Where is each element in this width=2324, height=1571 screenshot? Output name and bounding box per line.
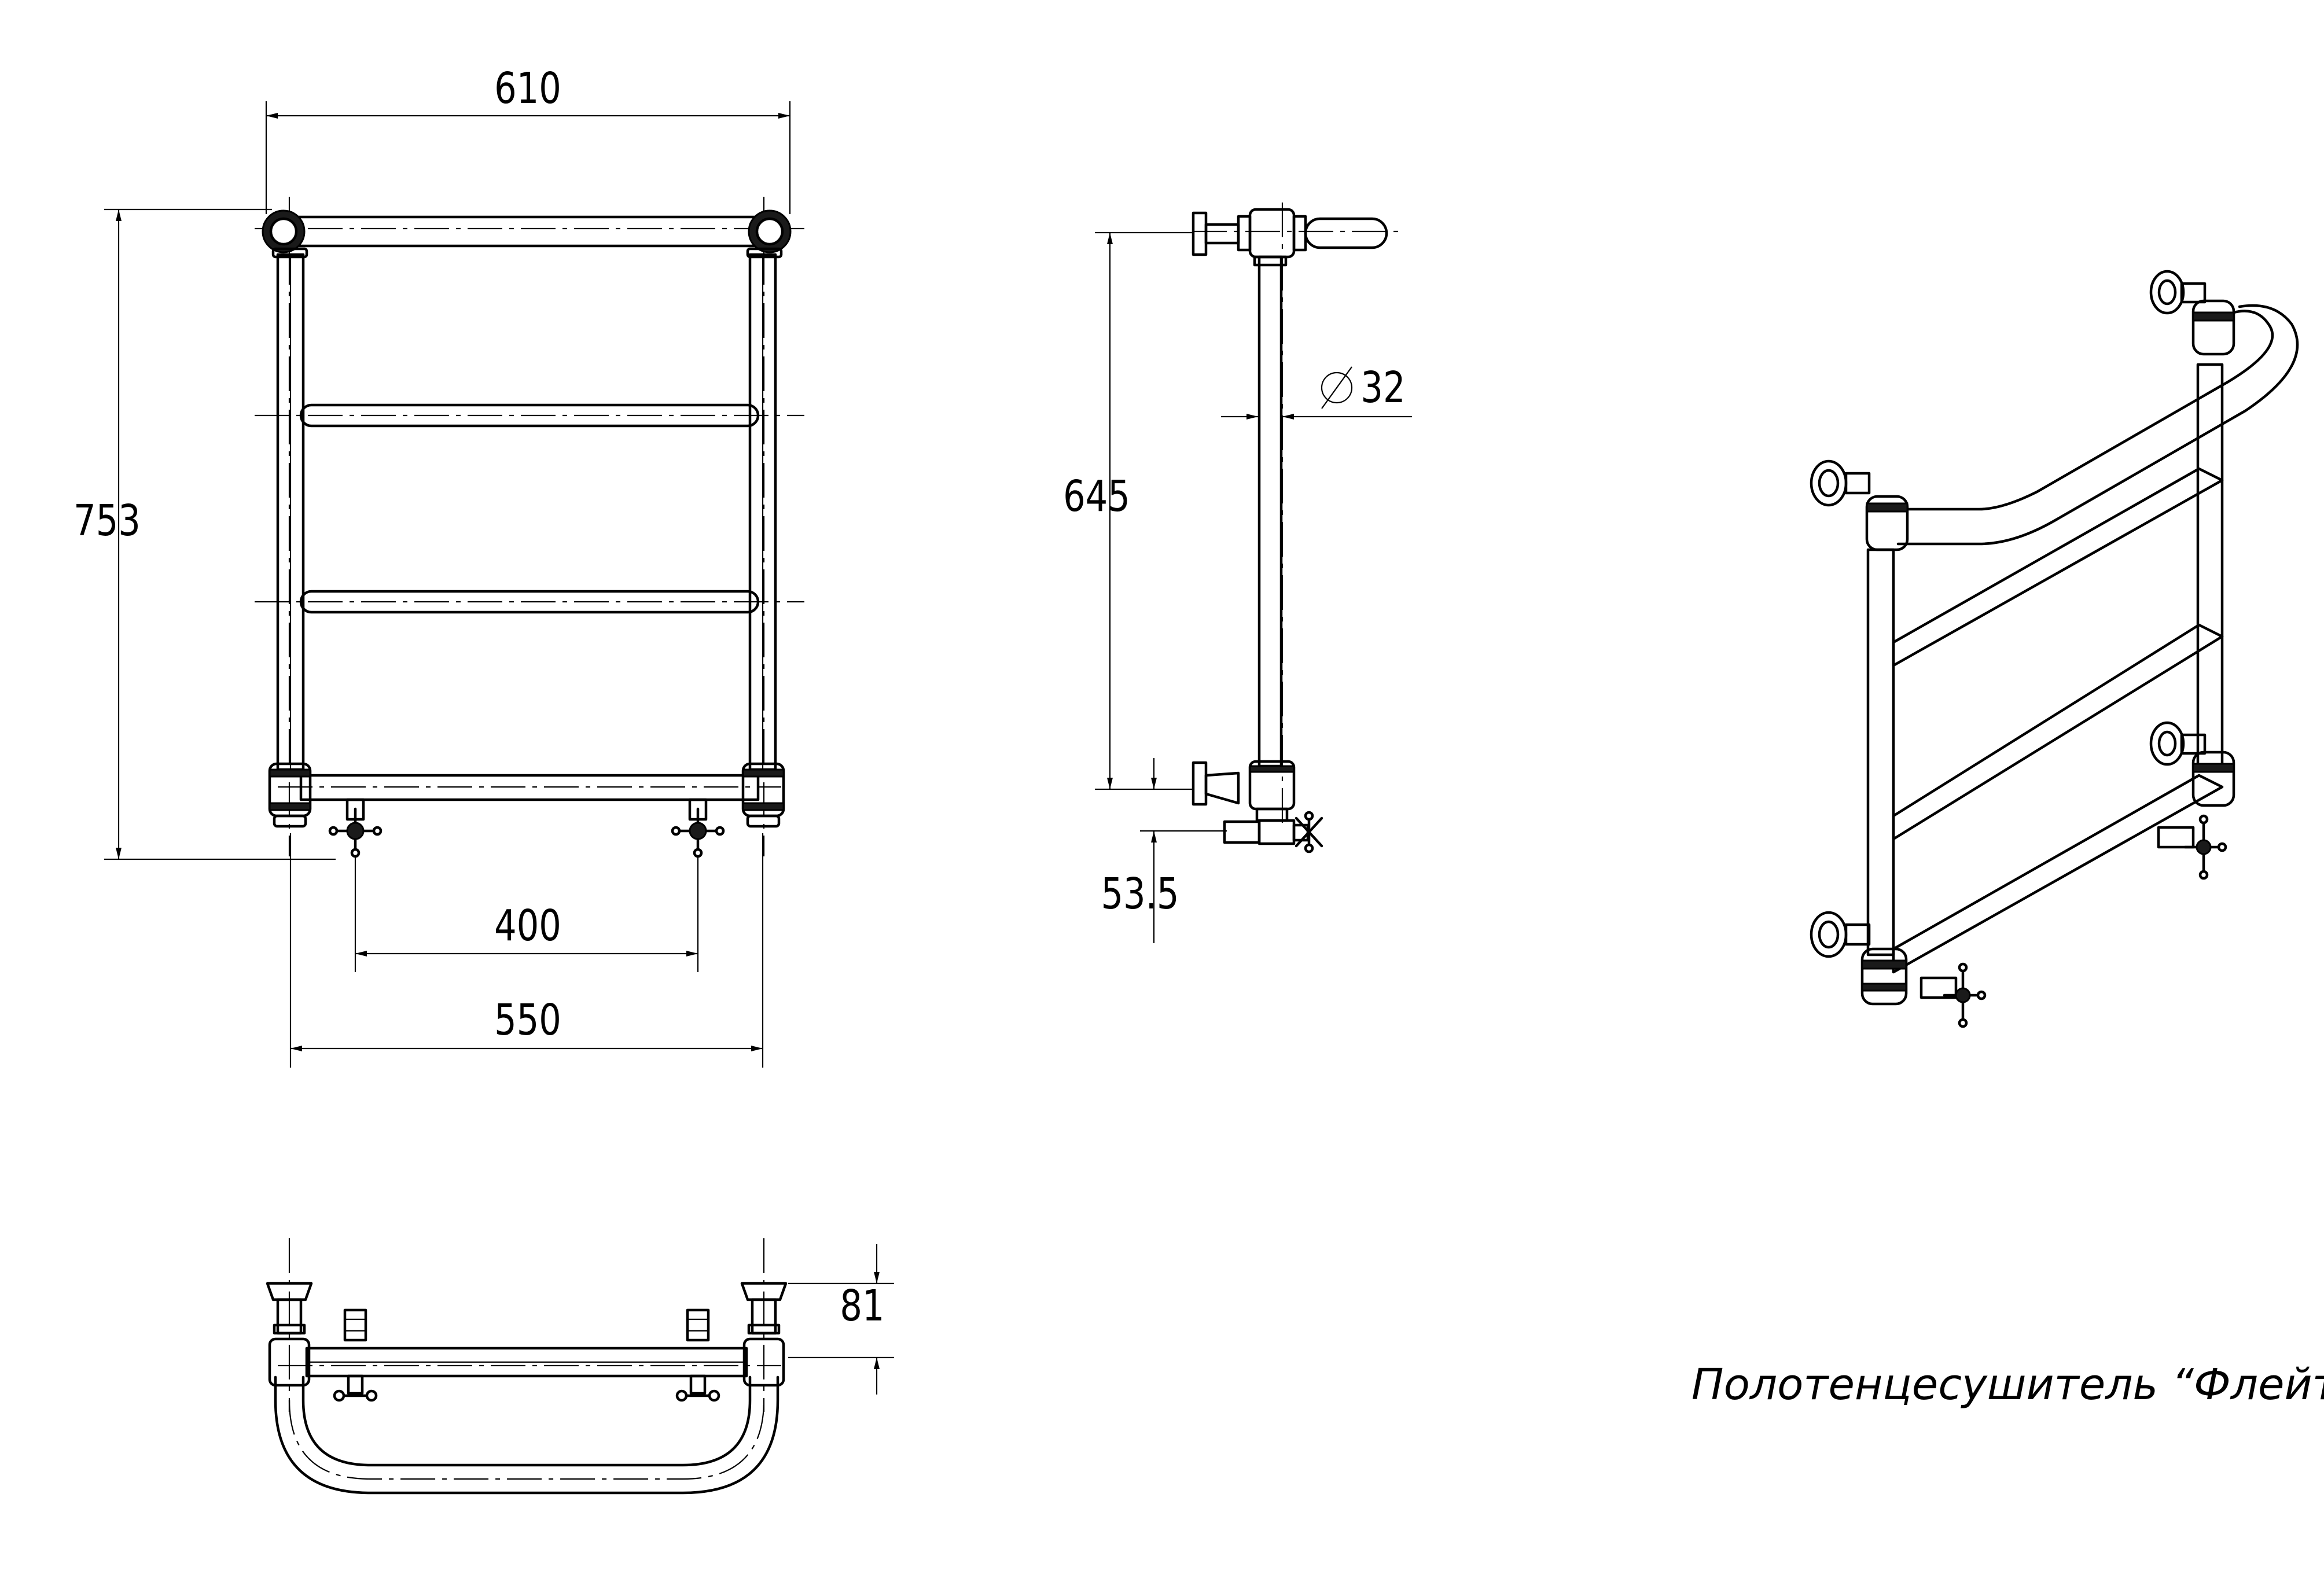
valve-left-icon: [328, 798, 383, 858]
iso-right-top-joint: [2149, 270, 2235, 356]
isometric-view: [1810, 270, 2299, 1028]
iso-valve-left-icon: [1919, 962, 1987, 1028]
bottom-right-joint: [741, 762, 785, 828]
dim-front-height: 753: [73, 495, 141, 545]
dim-side-height: 645: [1063, 471, 1130, 521]
valve-top-left-icon: [333, 1308, 378, 1402]
dim-front-width-top: 610: [494, 63, 561, 113]
drawing-title: Полотенцесушитель “Флейт”: [1691, 1360, 2324, 1410]
bottom-left-joint: [268, 762, 312, 828]
top-view: 81: [266, 1238, 894, 1495]
iso-right-bottom-joint: [2149, 721, 2235, 807]
iso-valve-right-icon: [2157, 814, 2227, 880]
valve-top-right-icon: [675, 1308, 720, 1402]
iso-left-bottom-joint: [1810, 911, 1908, 1006]
dim-front-inlet-spacing: 400: [494, 900, 561, 950]
dim-top-depth: 81: [840, 1281, 884, 1330]
dim-front-width-bottom: 550: [494, 995, 561, 1044]
valve-right-icon: [671, 798, 725, 858]
dim-side-pipe-diameter: 32: [1360, 362, 1405, 412]
side-view: 645 53.5 32: [1063, 203, 1412, 943]
dim-side-bottom-offset: 53.5: [1101, 869, 1179, 918]
front-view: 610 753 400 550: [73, 63, 804, 1068]
iso-left-top-joint: [1810, 459, 1909, 551]
